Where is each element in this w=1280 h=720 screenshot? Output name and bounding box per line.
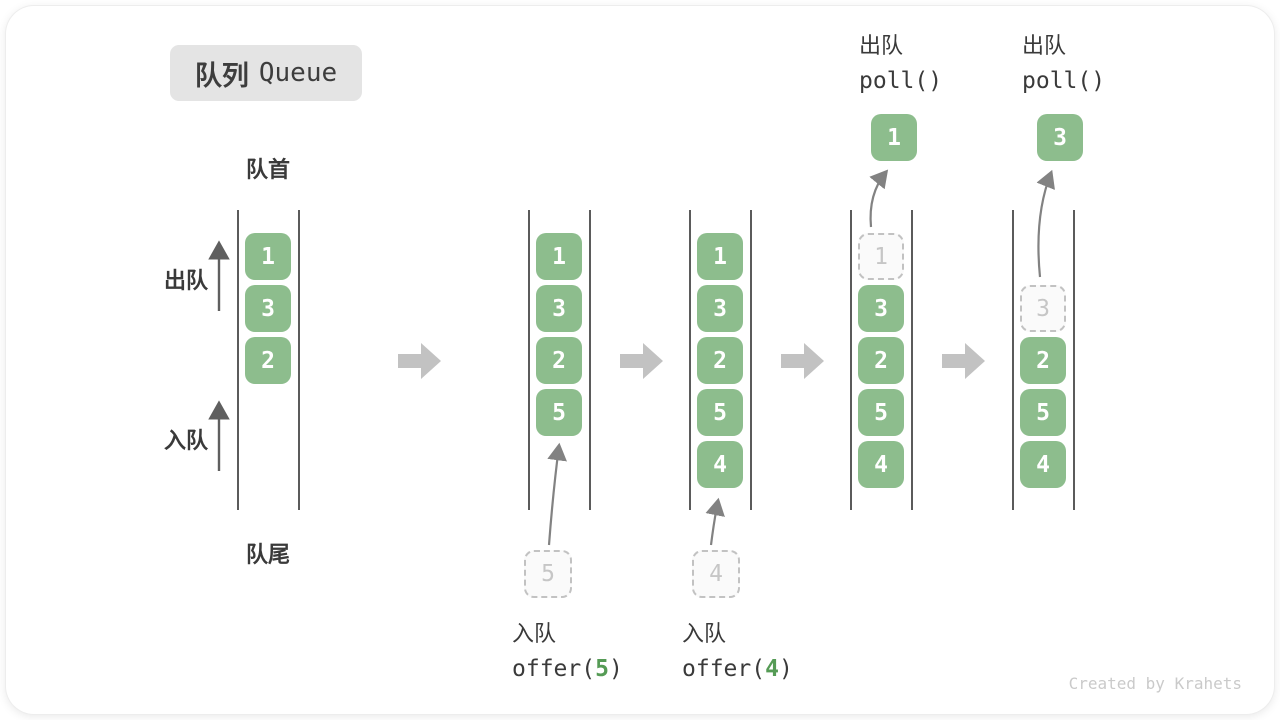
offer4-code-suffix: ) [778,656,793,682]
queue4-box-1: 3 [858,285,904,332]
queue3-box-3: 2 [697,337,743,384]
queue2-box-3: 2 [536,337,582,384]
poll-a-label-code: poll() [859,68,943,94]
poll-b-label-cn: 出队 [1022,33,1067,58]
queue5-box-2: 5 [1020,389,1066,436]
queue5-polled-box: 3 [1037,114,1083,161]
title-en: Queue [258,58,338,88]
offer4-label-cn: 入队 [682,621,727,646]
queue1-box-3: 2 [245,337,291,384]
queue1-right-rail [298,210,300,510]
queue3-right-rail [750,210,752,510]
title-badge: 队列 Queue [170,45,362,101]
queue4-box-2: 2 [858,337,904,384]
queue3-incoming-box: 4 [692,550,740,598]
title-cn: 队列 [194,60,249,91]
queue2-right-rail [589,210,591,510]
dequeue-side-label: 出队 [163,268,208,293]
offer5-code-prefix: offer( [512,656,596,682]
diagram-card [6,6,1274,714]
queue3-box-5: 4 [697,441,743,488]
poll-a-label: 出队 poll() [859,28,942,94]
queue4-box-4: 4 [858,441,904,488]
queue2-box-4: 5 [536,389,582,436]
queue2-incoming-box: 5 [524,550,572,598]
poll-a-label-cn: 出队 [859,33,904,58]
queue4-right-rail [911,210,913,510]
queue2-left-rail [528,210,530,510]
queue2-box-1: 1 [536,233,582,280]
offer5-code-suffix: ) [608,656,623,682]
queue3-box-4: 5 [697,389,743,436]
queue5-right-rail [1073,210,1075,510]
poll-b-label: 出队 poll() [1022,28,1105,94]
queue4-polled-box: 1 [871,114,917,161]
offer4-code-arg: 4 [765,656,779,682]
offer5-label-code: offer(5) [512,656,623,682]
queue3-box-2: 3 [697,285,743,332]
queue1-left-rail [237,210,239,510]
queue5-ghost-box: 3 [1020,285,1066,332]
queue-rear-label: 队尾 [245,542,290,567]
offer5-label: 入队 offer(5) [512,616,623,682]
queue5-box-3: 4 [1020,441,1066,488]
poll-b-label-code: poll() [1022,68,1106,94]
enqueue-side-label: 入队 [163,428,208,453]
offer4-label: 入队 offer(4) [682,616,793,682]
queue4-box-3: 5 [858,389,904,436]
queue4-left-rail [850,210,852,510]
queue1-box-1: 1 [245,233,291,280]
queue3-box-1: 1 [697,233,743,280]
offer5-code-arg: 5 [595,656,609,682]
offer4-label-code: offer(4) [682,656,793,682]
offer5-label-cn: 入队 [512,621,557,646]
queue-front-label: 队首 [245,157,290,182]
queue5-box-1: 2 [1020,337,1066,384]
queue2-box-2: 3 [536,285,582,332]
queue5-left-rail [1012,210,1014,510]
watermark-credit: Created by Krahets [1068,674,1242,693]
queue1-box-2: 3 [245,285,291,332]
queue4-ghost-box: 1 [858,233,904,280]
queue3-left-rail [689,210,691,510]
offer4-code-prefix: offer( [682,656,766,682]
